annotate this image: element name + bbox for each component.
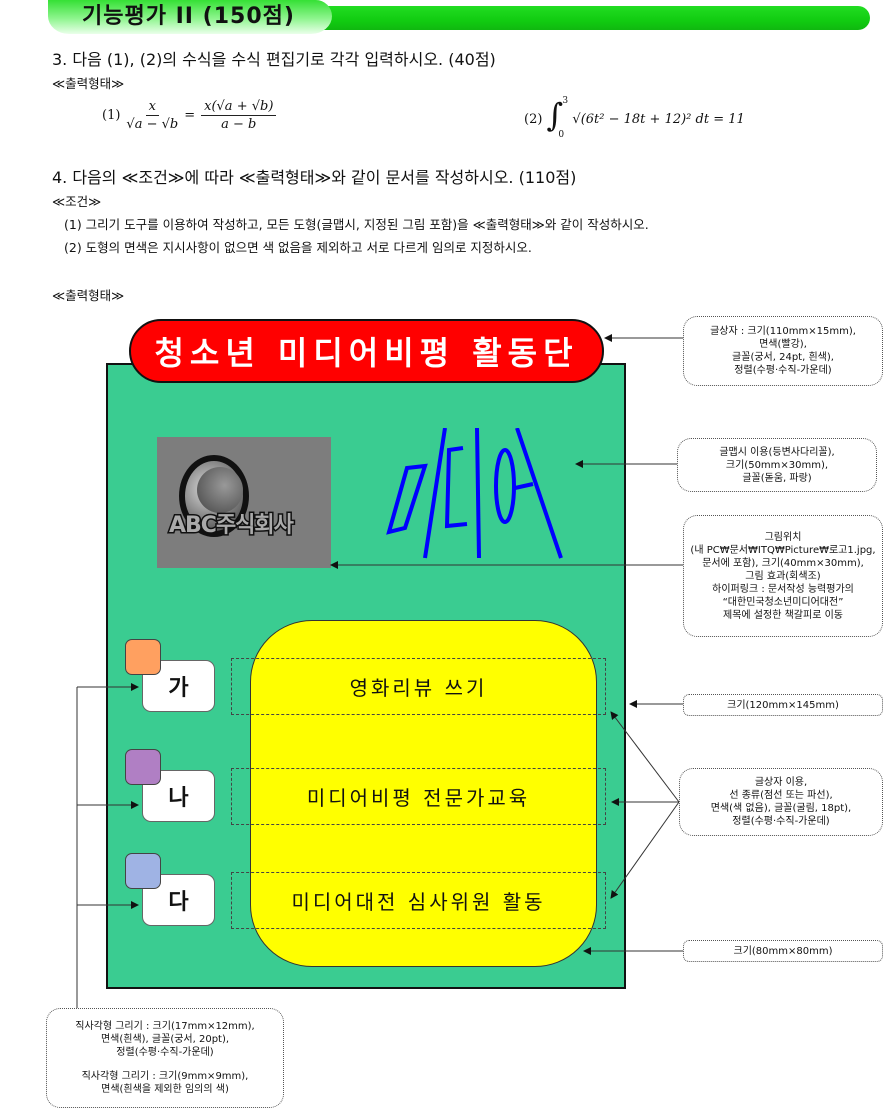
color-square-2[interactable] [125,749,161,785]
note-line: 글꼴(궁서, 24pt, 흰색), [732,352,834,363]
integral-sign: ∫ 3 0 [546,96,569,140]
integral-lower: 0 [558,130,565,140]
color-square-3[interactable] [125,853,161,889]
title-textbox[interactable]: 청소년 미디어비평 활동단 [129,319,604,383]
conditions-label: ≪조건≫ [52,194,102,209]
note-line: 면색(흰색), 글꼴(궁서, 20pt), [100,1034,230,1045]
header-pill [48,0,332,34]
note-line: “대한민국청소년미디어대전” [722,596,844,608]
condition-2: (2) 도형의 면색은 지시사항이 없으면 색 없음을 제외하고 서로 다르게 … [64,240,532,255]
note-line: 면색(빨강), [759,339,807,350]
note-line: 크기(80mm×80mm) [733,945,833,957]
note-line: 문서에 포함), 크기(40mm×30mm), [702,557,864,569]
note-line: 면색(흰색을 제외한 임의의 색) [101,1084,229,1095]
note-background-size: 크기(120mm×145mm) [683,694,883,716]
note-line: (내 PC₩문서₩ITQ₩Picture₩로고1.jpg, [690,544,876,556]
formula-1-lhs: x √a − √b [126,99,178,132]
note-line: 정렬(수평·수직-가운데) [116,1047,214,1058]
note-line: 하이퍼링크 : 문서작성 능력평가의 [712,583,854,595]
wordart-media[interactable] [385,428,565,563]
note-title-textbox: 글상자 : 크기(110mm×15mm), 면색(빨강), 글꼴(궁서, 24p… [683,316,883,386]
rounded-rectangle[interactable] [250,620,597,967]
note-line: 선 종류(점선 또는 파선), [729,790,833,801]
note-line: 면색(색 없음), 글꼴(굴림, 18pt), [710,803,852,814]
note-line: 그림위치 [764,531,802,543]
rhs-numerator: x(√a + √b) [201,99,277,116]
logo-text: ABC주식회사 [168,512,296,540]
formula-1-rhs: x(√a + √b) a − b [201,99,277,132]
q4-output-label: ≪출력형태≫ [52,288,125,303]
question-3-title: 3. 다음 (1), (2)의 수식을 수식 편집기로 각각 입력하시오. (4… [52,50,496,69]
formula-1: (1) x √a − √b = x(√a + √b) a − b [102,99,277,132]
note-line: 제목에 설정한 책갈피로 이동 [723,609,843,621]
integral-body: √(6t² − 18t + 12)² dt = 11 [572,111,745,127]
q3-output-label: ≪출력형태≫ [52,76,125,91]
note-line: 정렬(수평·수직-가운데) [732,816,830,827]
lhs-numerator: x [145,99,159,116]
note-line: 글상자 이용, [754,777,808,788]
item-textbox-2[interactable]: 미디어비평 전문가교육 [231,768,606,825]
note-line: 글상자 : 크기(110mm×15mm), [710,326,856,337]
integral-upper: 3 [562,96,569,106]
note-line: 글맵시 이용(등변사다리꼴), [719,446,835,458]
formula-2-label: (2) [524,111,543,127]
note-line: 직사각형 그리기 : 크기(9mm×9mm), [81,1071,249,1082]
item-textbox-3[interactable]: 미디어대전 심사위원 활동 [231,872,606,929]
note-spacer [47,1059,283,1070]
marker-box-ga[interactable]: 가 [142,660,215,712]
note-line: 그림 효과(회색조) [745,570,821,582]
rhs-denominator: a − b [221,117,257,132]
formula-1-label: (1) [102,108,121,123]
marker-box-da[interactable]: 다 [142,874,215,926]
note-line: 크기(50mm×30mm), [725,459,829,471]
note-line: 직사각형 그리기 : 크기(17mm×12mm), [75,1021,255,1032]
note-line: 크기(120mm×145mm) [727,699,839,711]
item-textbox-1[interactable]: 영화리뷰 쓰기 [231,658,606,715]
note-picture: 그림위치 (내 PC₩문서₩ITQ₩Picture₩로고1.jpg, 문서에 포… [683,515,883,637]
note-line: 정렬(수평·수직-가운데) [734,365,832,376]
note-wordart: 글맵시 이용(등변사다리꼴), 크기(50mm×30mm), 글꼴(돋움, 파랑… [677,438,877,492]
logo-picture[interactable]: ABC주식회사 [157,437,331,568]
lhs-denominator: √a − √b [126,117,179,132]
section-title: 기능평가 II (150점) [82,4,295,29]
equals-sign: = [184,108,196,123]
note-rectangles: 직사각형 그리기 : 크기(17mm×12mm), 면색(흰색), 글꼴(궁서,… [46,1008,284,1108]
condition-1: (1) 그리기 도구를 이용하여 작성하고, 모든 도형(글맵시, 지정된 그림… [64,217,649,232]
formula-2: (2) ∫ 3 0 √(6t² − 18t + 12)² dt = 11 [524,96,745,140]
question-4-title: 4. 다음의 ≪조건≫에 따라 ≪출력형태≫와 같이 문서를 작성하시오. (1… [52,168,577,187]
note-line: 글꼴(돋움, 파랑) [742,472,812,484]
note-rounded-size: 크기(80mm×80mm) [683,940,883,962]
note-textboxes: 글상자 이용, 선 종류(점선 또는 파선), 면색(색 없음), 글꼴(굴림,… [679,768,883,836]
color-square-1[interactable] [125,639,161,675]
logo-swirl-inner-icon [197,467,243,513]
